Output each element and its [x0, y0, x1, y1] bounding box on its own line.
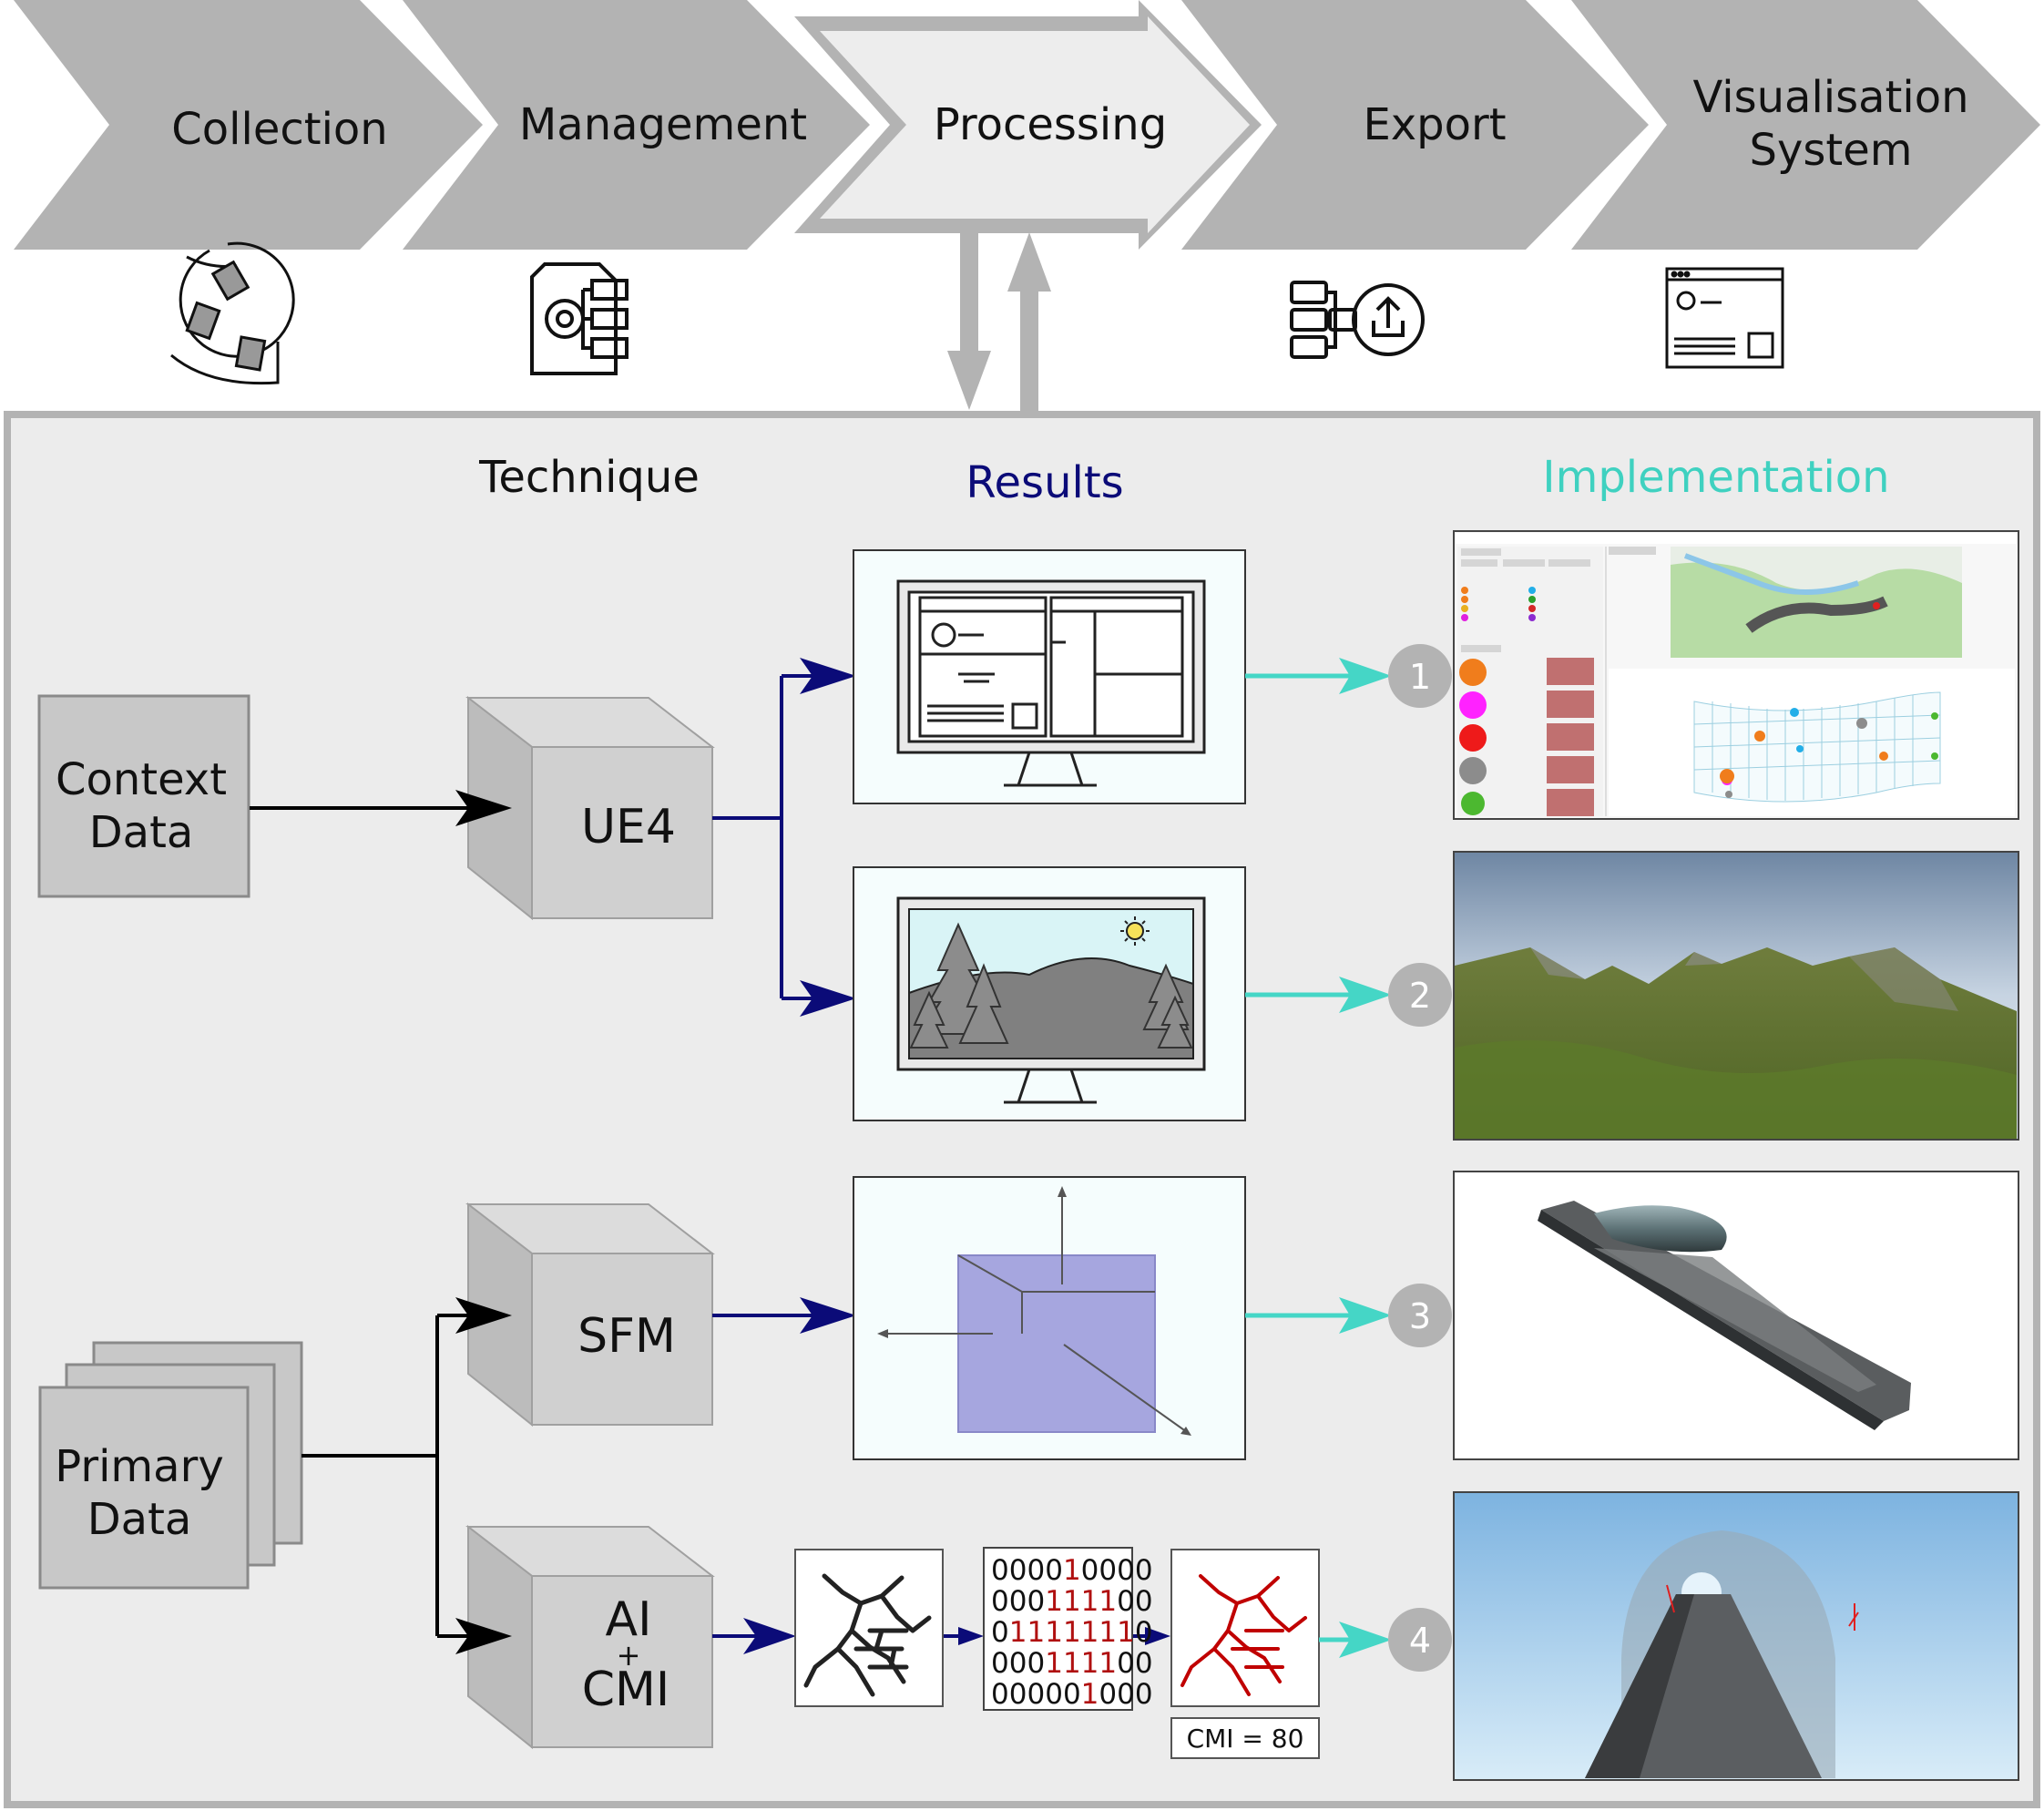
stage-label-system: System — [1750, 125, 1913, 176]
implementation-tunnel-model — [1453, 1171, 2019, 1460]
input-arrowheads — [455, 790, 512, 1654]
context-data-box: Context Data — [37, 694, 250, 898]
plus-label: + — [617, 1638, 641, 1673]
technique-to-result-connectors — [712, 674, 1152, 1638]
primary-label-line1: Primary — [55, 1441, 223, 1492]
chevron-management — [403, 0, 870, 250]
step-badge-3 — [1388, 1284, 1452, 1347]
management-icon — [530, 262, 629, 375]
crack-icon — [803, 1573, 932, 1697]
step-label-2: 2 — [1409, 976, 1431, 1016]
implementation-tunnel-interior — [1453, 1491, 2019, 1781]
step-badge-4 — [1388, 1608, 1452, 1672]
binary-row: 000111100 — [991, 1585, 1153, 1618]
chevron-visualisation-system — [1571, 0, 2040, 250]
arrowhead-binary — [958, 1627, 984, 1645]
stage-label-export: Export — [1363, 99, 1506, 150]
context-label-line1: Context — [56, 754, 227, 805]
primary-data-stack: Primary Data — [38, 1341, 303, 1590]
result-crack-image — [794, 1549, 944, 1707]
red-crack-icon — [1180, 1574, 1307, 1696]
arrowhead-ue4 — [455, 790, 512, 826]
ai-label: AI — [606, 1592, 652, 1647]
primary-label-line2: Data — [87, 1494, 192, 1545]
binary-row: 000001000 — [991, 1678, 1153, 1711]
export-icon — [1290, 281, 1425, 359]
sfm-cube-icon — [957, 1254, 1156, 1433]
cmi-score-box — [1170, 1717, 1320, 1759]
binary-row: 000111100 — [991, 1647, 1153, 1680]
implementation-arrowheads — [1339, 658, 1392, 1658]
monitor-icon — [896, 579, 1206, 787]
binary-row: 000010000 — [991, 1554, 1153, 1587]
chevron-processing-inner — [820, 16, 1250, 233]
implementation-app-screenshot — [1453, 530, 2019, 820]
header-technique: Technique — [478, 452, 700, 503]
step-badge-1 — [1388, 644, 1452, 708]
chevron-collection — [14, 0, 483, 250]
landscape-monitor-icon — [896, 896, 1206, 1104]
stage-label-processing: Processing — [934, 99, 1167, 150]
arrowhead-result-4 — [743, 1618, 796, 1654]
arrowhead-result-3 — [800, 1297, 856, 1334]
cmi-score-label: CMI = 80 — [1187, 1724, 1304, 1754]
step-label-4: 4 — [1409, 1621, 1431, 1661]
ue4-technique-cube: UE4 — [465, 695, 715, 921]
input-connectors — [250, 806, 469, 1638]
result-dashboard-panel — [853, 549, 1246, 804]
result-terrain-panel — [853, 866, 1246, 1121]
implementation-connectors — [1245, 673, 1357, 1642]
stage-label-visualisation: Visualisation — [1693, 72, 1969, 123]
arrowhead-crack-map — [1145, 1627, 1170, 1645]
binary-row: 011111110 — [991, 1616, 1153, 1649]
stage-label-collection: Collection — [171, 104, 387, 155]
binary-matrix: 0000100000001111000111111100001111000000… — [983, 1547, 1153, 1711]
processing-exchange-arrows — [947, 226, 1051, 414]
step-label-1: 1 — [1409, 657, 1431, 697]
stage-label-management: Management — [519, 99, 807, 150]
collection-icon — [170, 241, 295, 385]
cmi-label: CMI — [582, 1663, 670, 1717]
result-3d-model-panel — [853, 1176, 1246, 1460]
ai-cmi-technique-cube: AI + CMI — [465, 1524, 715, 1750]
sfm-technique-cube: SFM — [465, 1202, 715, 1427]
sfm-label: SFM — [577, 1309, 676, 1364]
arrowhead-result-2 — [800, 980, 856, 1017]
result-crack-map: CMI = 80 — [1170, 1549, 1320, 1759]
header-implementation: Implementation — [1542, 452, 1889, 503]
arrowhead-result-1 — [800, 658, 856, 694]
implementation-terrain-render — [1453, 851, 2019, 1141]
step-badge-2 — [1388, 963, 1452, 1027]
ue4-label: UE4 — [581, 800, 676, 854]
pipeline-stage-labels: Collection Management Processing Export … — [171, 72, 1968, 176]
visualisation-system-icon — [1665, 267, 1784, 369]
result-arrowheads — [743, 658, 1170, 1654]
arrowhead-ai — [455, 1618, 512, 1654]
pipeline-chevrons — [14, 0, 2040, 250]
context-label-line2: Data — [89, 807, 194, 858]
step-badges: 1 2 3 4 — [1388, 644, 1452, 1672]
chevron-export — [1181, 0, 1649, 250]
arrowhead-sfm — [455, 1297, 512, 1334]
step-label-3: 3 — [1409, 1296, 1431, 1336]
header-results: Results — [966, 457, 1123, 508]
